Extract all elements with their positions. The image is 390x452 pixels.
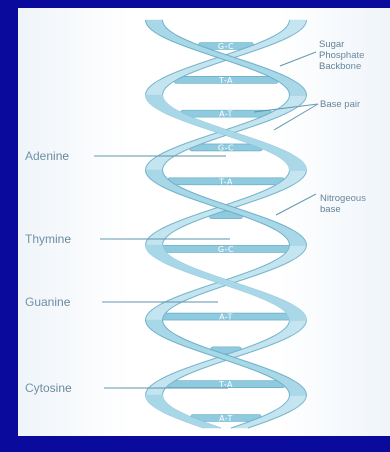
strand-b-segment xyxy=(195,425,221,428)
guanine-label: Guanine xyxy=(25,296,70,308)
nitrogenous-line-2: base xyxy=(320,204,366,215)
strand-b-segment xyxy=(289,317,307,321)
strand-a-segment xyxy=(289,242,307,246)
base-pair-letters: G-C xyxy=(218,245,234,254)
nitrogenous-pointer xyxy=(276,194,316,215)
base-pair-letters: G-C xyxy=(218,42,234,51)
adenine-label: Adenine xyxy=(25,150,69,162)
sugar-phosphate-label: Sugar Phosphate Backbone xyxy=(319,39,364,72)
base-pair-letters: G-C xyxy=(218,143,234,152)
base-pair-letters: A-T xyxy=(219,110,233,119)
thymine-label: Thymine xyxy=(25,233,71,245)
dna-double-helix: G-CT-AA-TG-CT-AG-CA-TT-AA-T xyxy=(18,8,390,436)
base-pair-letters: A-T xyxy=(219,313,233,322)
backbone-pointer xyxy=(280,52,316,66)
strand-a-segment xyxy=(289,92,307,96)
base-pair-letters: T-A xyxy=(218,76,233,85)
sugar-phosphate-line-3: Backbone xyxy=(319,61,364,72)
base-pair-label: Base pair xyxy=(320,99,360,110)
strand-a-segment xyxy=(289,392,307,396)
nitrogenous-line-1: Nitrogeous xyxy=(320,193,366,204)
base-pair-rungs: G-CT-AA-TG-CT-AG-CA-TT-AA-T xyxy=(161,42,291,423)
cytosine-label: Cytosine xyxy=(25,382,72,394)
nitrogenous-base-label: Nitrogeous base xyxy=(320,193,366,215)
strand-b-segment xyxy=(289,167,307,171)
base-pair-letters: T-A xyxy=(218,177,233,186)
sugar-phosphate-line-1: Sugar xyxy=(319,39,364,50)
base-pair-letters: A-T xyxy=(219,414,233,423)
sugar-phosphate-line-2: Phosphate xyxy=(319,50,364,61)
